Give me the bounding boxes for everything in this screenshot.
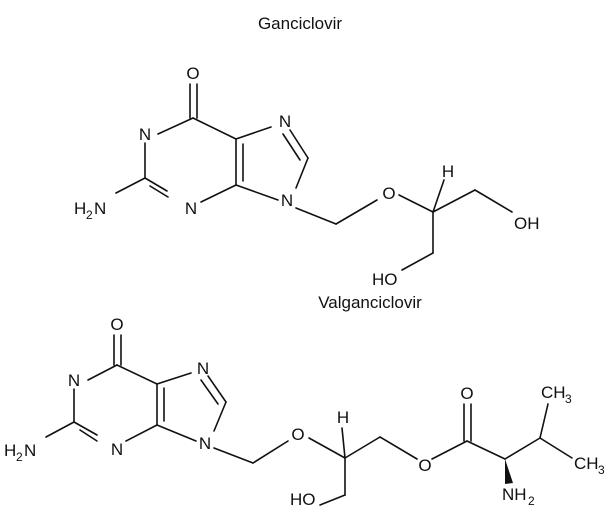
val-atom-nh2-side: NH 2 bbox=[502, 485, 535, 506]
val-atom-ch3-right: CH 3 bbox=[574, 454, 605, 477]
ganciclovir-structure: Ganciclovir bbox=[74, 14, 540, 289]
atom-nh2: H 2 N bbox=[74, 199, 106, 222]
val-atom-ch3-top-ch: CH bbox=[541, 383, 566, 402]
val-atom-nh2: H 2 N bbox=[4, 441, 36, 464]
atom-ho: HO bbox=[372, 270, 398, 289]
atom-n7: N bbox=[279, 112, 291, 131]
title-ganciclovir: Ganciclovir bbox=[258, 14, 342, 33]
atom-ether-o: O bbox=[382, 184, 395, 203]
val-atom-ester-o: O bbox=[418, 456, 431, 475]
val-atom-ch3-top-sub: 3 bbox=[565, 392, 572, 406]
atom-nh2-h: H bbox=[74, 199, 86, 218]
atom-stereo-h: H bbox=[442, 162, 454, 181]
wedge-bond-nh2 bbox=[505, 459, 513, 484]
ganciclovir-atom-labels: O N N N N H 2 N O H OH HO bbox=[74, 64, 540, 289]
val-atom-nh2-n: N bbox=[24, 441, 36, 460]
val-atom-nh2-subscript: 2 bbox=[16, 450, 23, 464]
val-atom-n1: N bbox=[68, 371, 80, 390]
val-atom-n7: N bbox=[197, 359, 209, 378]
title-valganciclovir: Valganciclovir bbox=[318, 293, 422, 312]
atom-nh2-subscript: 2 bbox=[86, 208, 93, 222]
val-atom-ch3-right-ch: CH bbox=[574, 454, 599, 473]
atom-nh2-n: N bbox=[94, 199, 106, 218]
val-atom-stereo-h: H bbox=[337, 408, 349, 427]
valganciclovir-atom-labels: O N N N N H 2 N O H HO O O CH 3 CH 3 bbox=[4, 315, 605, 506]
val-atom-o-carbonyl: O bbox=[110, 315, 123, 334]
atom-oh: OH bbox=[514, 214, 540, 233]
val-atom-ch3-top: CH 3 bbox=[541, 383, 572, 406]
atom-n3: N bbox=[185, 199, 197, 218]
atom-n1: N bbox=[139, 125, 151, 144]
val-atom-ch3-right-sub: 3 bbox=[598, 463, 605, 477]
valganciclovir-bonds bbox=[45, 334, 573, 506]
val-atom-ether-o: O bbox=[291, 425, 304, 444]
val-atom-n9: N bbox=[199, 434, 211, 453]
ganciclovir-bonds bbox=[115, 83, 513, 271]
atom-o-carbonyl: O bbox=[186, 64, 199, 83]
val-atom-nh2-side-nh: NH bbox=[502, 485, 527, 504]
val-atom-ester-carbonyl-o: O bbox=[460, 384, 473, 403]
val-atom-nh2-h: H bbox=[4, 441, 16, 460]
val-atom-nh2-side-sub: 2 bbox=[528, 494, 535, 506]
atom-n9: N bbox=[281, 191, 293, 210]
val-atom-n3: N bbox=[111, 440, 123, 459]
valganciclovir-structure: Valganciclovir bbox=[4, 293, 605, 506]
val-atom-ho: HO bbox=[290, 490, 316, 506]
